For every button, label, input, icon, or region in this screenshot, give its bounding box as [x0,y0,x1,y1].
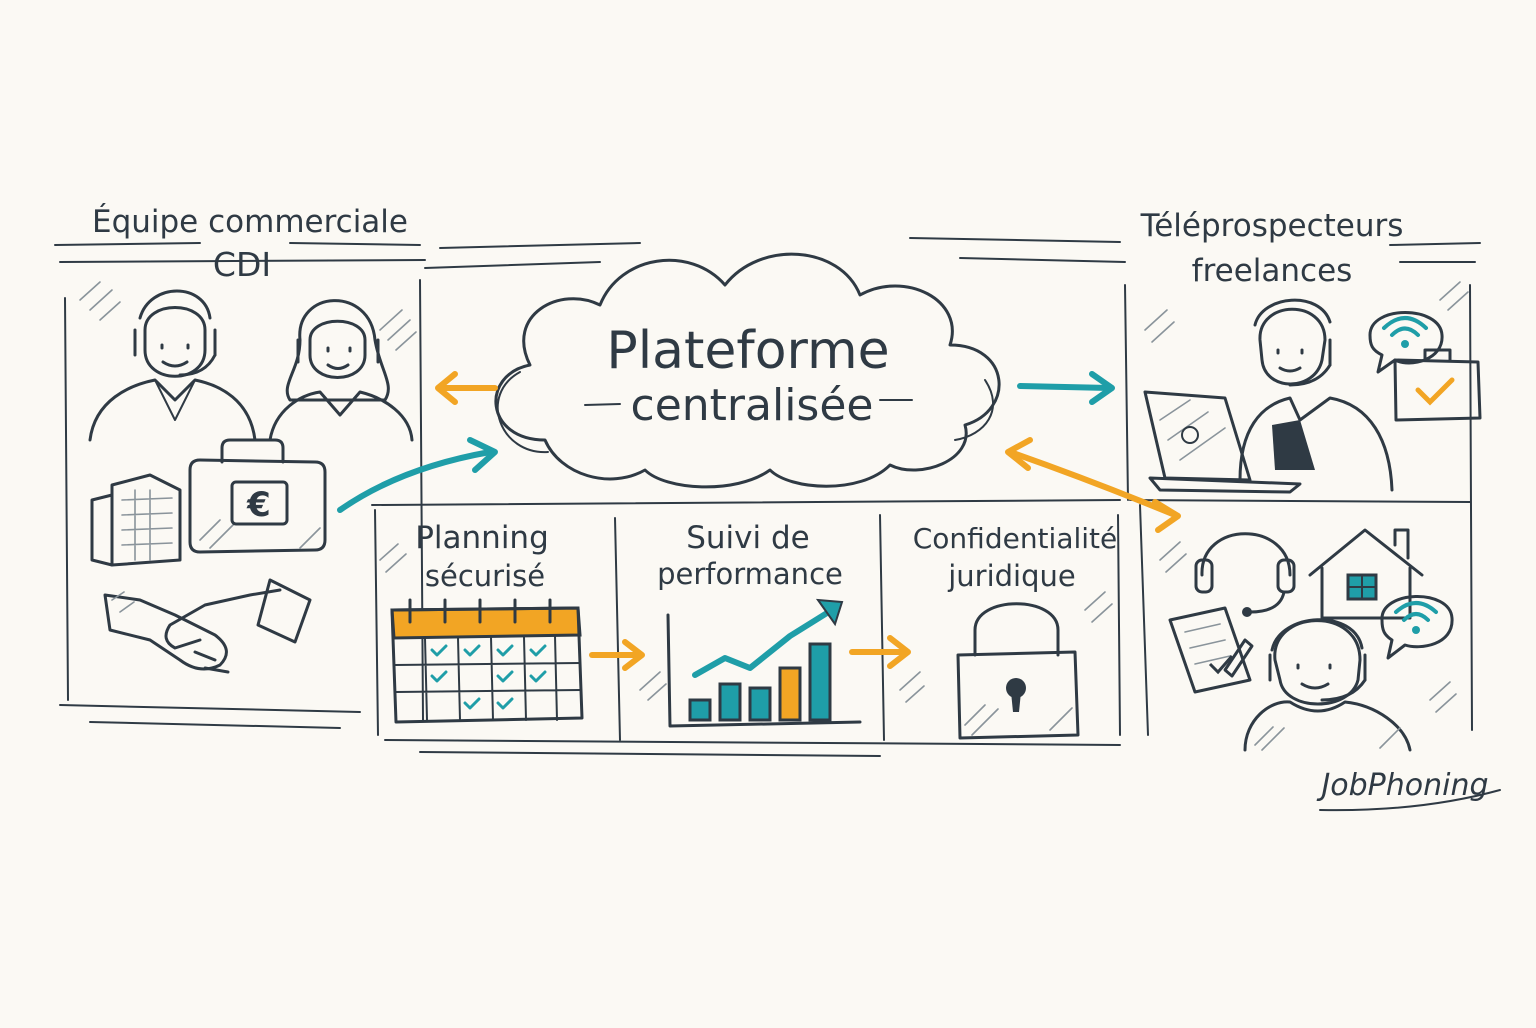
laptop-icon [1143,390,1302,494]
chart-bar [778,666,802,722]
briefcase-icon [1393,348,1482,422]
left-group-title-line2: CDI [213,245,271,284]
left-group-title-line1: Équipe commerciale [92,204,408,240]
chart-bar [718,682,742,722]
right-group-title-line2: freelances [1192,253,1353,289]
headset-icon [88,289,257,442]
feature-confidentiality-line1: Confidentialité [913,522,1118,555]
headset-icon [268,299,414,442]
chart-bar [808,642,832,722]
arrow-to-right [1017,383,1113,391]
wifi-icon [1368,311,1444,374]
headset-icon [1194,532,1296,617]
euro-symbol: € [246,485,271,525]
chart-bar [748,686,772,722]
signature-underline [1319,789,1501,812]
handshake-icon [103,578,312,674]
wifi-icon [1380,595,1454,660]
building-icon [90,473,182,567]
house-icon [1308,528,1424,620]
signature-logo: JobPhoning [1316,768,1488,803]
feature-planning-line1: Planning [415,520,549,556]
feature-performance-line2: performance [657,557,843,591]
feature-confidentiality-line2: juridique [947,559,1076,593]
arrow-right-bidirectional [1007,449,1178,518]
padlock-icon [956,602,1080,740]
center-title-line1: Plateforme [606,321,889,381]
chart-icon [666,598,862,728]
hatching [79,281,1469,713]
feature-planning-line2: sécurisé [425,559,545,593]
feature-performance-line1: Suivi de [686,520,810,556]
notepad-icon [1168,606,1254,694]
center-title-line2: centralisée [631,380,874,431]
chart-bar [688,698,712,722]
headset-icon [1238,298,1394,492]
calendar-icon [390,598,584,724]
platform-cloud: Plateforme centralisée [494,252,1001,489]
arrow-left-to-cloud [337,449,493,513]
arrows [337,371,1181,671]
right-group-title-line1: Téléprospecteurs [1140,208,1404,244]
headset-icon [1243,618,1412,752]
briefcase-icon: € [188,438,327,554]
frame-lines [54,237,1481,757]
